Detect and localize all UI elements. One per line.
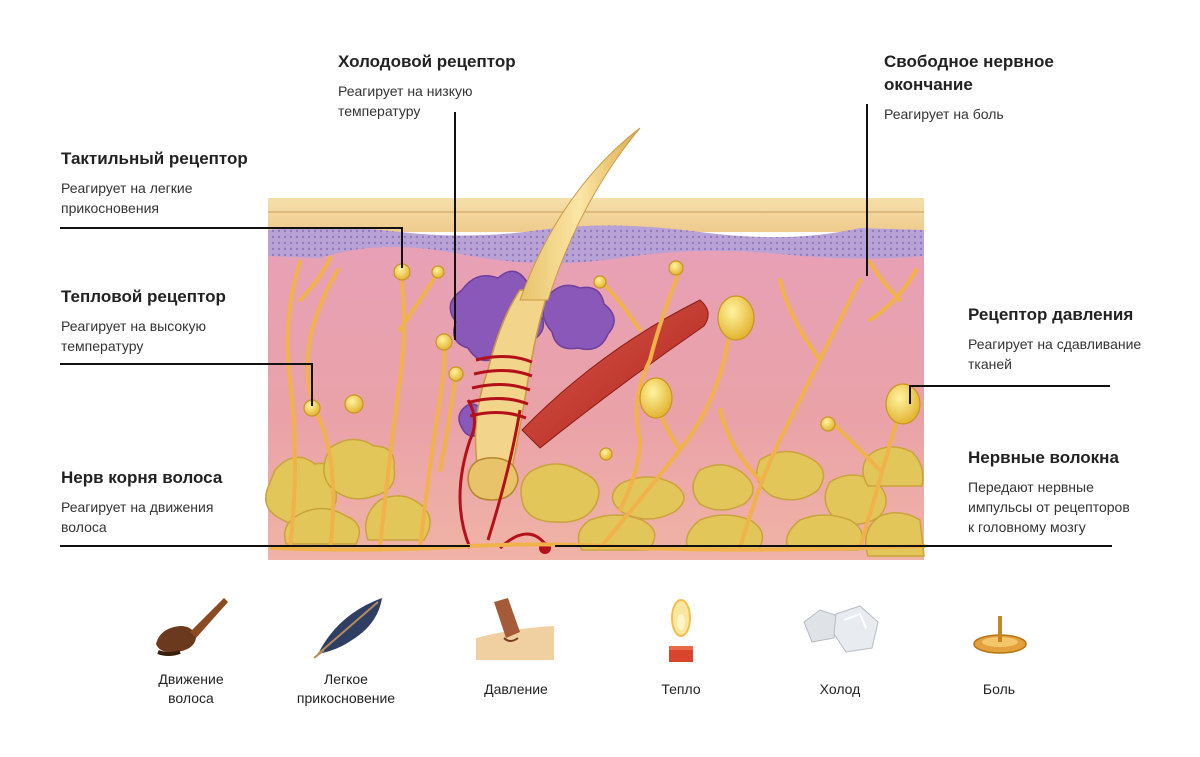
stimulus-cold: Холод bbox=[765, 680, 915, 699]
nerve-fibers-desc-3: к головному мозгу bbox=[968, 519, 1086, 535]
finger-press-icon bbox=[476, 598, 554, 660]
nerve-fibers bbox=[270, 256, 926, 552]
hair-root-nerve-label: Нерв корня волоса Реагирует на движения … bbox=[61, 466, 222, 537]
hair-root-nerve bbox=[458, 355, 550, 550]
ice-icon bbox=[803, 605, 879, 653]
nerve-fibers-desc-2: импульсы от рецепторов bbox=[968, 499, 1130, 515]
basal-layer bbox=[268, 225, 924, 264]
stimulus-light-touch: Легкое прикосновение bbox=[271, 670, 421, 708]
arrector-muscle bbox=[521, 299, 709, 449]
heat-receptor-desc-1: Реагирует на высокую bbox=[61, 318, 206, 334]
cold-receptor-title: Холодовой рецептор bbox=[338, 52, 516, 71]
free-nerve-ending-title-2: окончание bbox=[884, 75, 973, 94]
hair-root-nerve-desc-1: Реагирует на движения bbox=[61, 499, 214, 515]
feather-icon bbox=[313, 598, 382, 659]
leader-tactile bbox=[60, 227, 403, 268]
stimulus-pain-line-1: Боль bbox=[982, 681, 1016, 697]
stimulus-pressure-line-1: Давление bbox=[484, 681, 548, 697]
nerve-fibers-title: Нервные волокна bbox=[968, 448, 1119, 467]
stimulus-cold-line-1: Холод bbox=[819, 681, 861, 697]
tactile-receptor-desc-1: Реагирует на легкие bbox=[61, 180, 193, 196]
stimulus-pain: Боль bbox=[924, 680, 1074, 699]
cold-receptor-label: Холодовой рецептор Реагирует на низкую т… bbox=[338, 50, 516, 121]
tactile-receptor-label: Тактильный рецептор Реагирует на легкие … bbox=[61, 147, 248, 218]
pressure-receptor-desc-1: Реагирует на сдавливание bbox=[968, 336, 1142, 352]
heat-receptor-label: Тепловой рецептор Реагирует на высокую т… bbox=[61, 285, 226, 356]
free-nerve-ending-title-1: Свободное нервное bbox=[884, 52, 1054, 71]
nerve-fibers-label: Нервные волокна Передают нервные импульс… bbox=[968, 446, 1130, 537]
stimulus-hair-movement-line-1: Движение bbox=[158, 671, 224, 687]
pressure-receptor-title: Рецептор давления bbox=[968, 305, 1134, 324]
stimulus-light-touch-line-1: Легкое bbox=[324, 671, 368, 687]
leader-heat bbox=[60, 363, 313, 406]
hair-root-nerve-desc-2: волоса bbox=[61, 519, 107, 535]
tactile-receptor-desc-2: прикосновения bbox=[61, 200, 159, 216]
stimulus-light-touch-line-2: прикосновение bbox=[296, 690, 396, 706]
hair-root-nerve-title: Нерв корня волоса bbox=[61, 468, 223, 487]
tactile-receptor-title: Тактильный рецептор bbox=[61, 149, 248, 168]
free-nerve-ending-desc: Реагирует на боль bbox=[884, 106, 1004, 122]
nerve-fibers-desc-1: Передают нервные bbox=[968, 479, 1094, 495]
free-nerve-ending-label: Свободное нервное окончание Реагирует на… bbox=[884, 50, 1054, 124]
heat-receptor-title: Тепловой рецептор bbox=[61, 287, 226, 306]
cold-receptor-desc-1: Реагирует на низкую bbox=[338, 83, 473, 99]
candle-icon bbox=[669, 599, 693, 662]
pressure-receptor-label: Рецептор давления Реагирует на сдавливан… bbox=[968, 303, 1141, 374]
stimulus-hair-movement: Движение волоса bbox=[116, 670, 266, 708]
brush-icon bbox=[156, 598, 228, 656]
stimulus-pressure: Давление bbox=[441, 680, 591, 699]
hair-shaft bbox=[519, 127, 641, 301]
leader-pressure bbox=[909, 385, 1110, 404]
heat-receptor-desc-2: температуру bbox=[61, 338, 144, 354]
cold-receptor-desc-2: температуру bbox=[338, 103, 421, 119]
stimulus-hair-movement-line-2: волоса bbox=[168, 690, 214, 706]
pressure-receptor-desc-2: тканей bbox=[968, 356, 1012, 372]
stimulus-heat-line-1: Тепло bbox=[661, 681, 701, 697]
stimulus-heat: Тепло bbox=[606, 680, 756, 699]
pin-icon bbox=[973, 616, 1027, 654]
receptor-bulbs bbox=[303, 260, 921, 461]
